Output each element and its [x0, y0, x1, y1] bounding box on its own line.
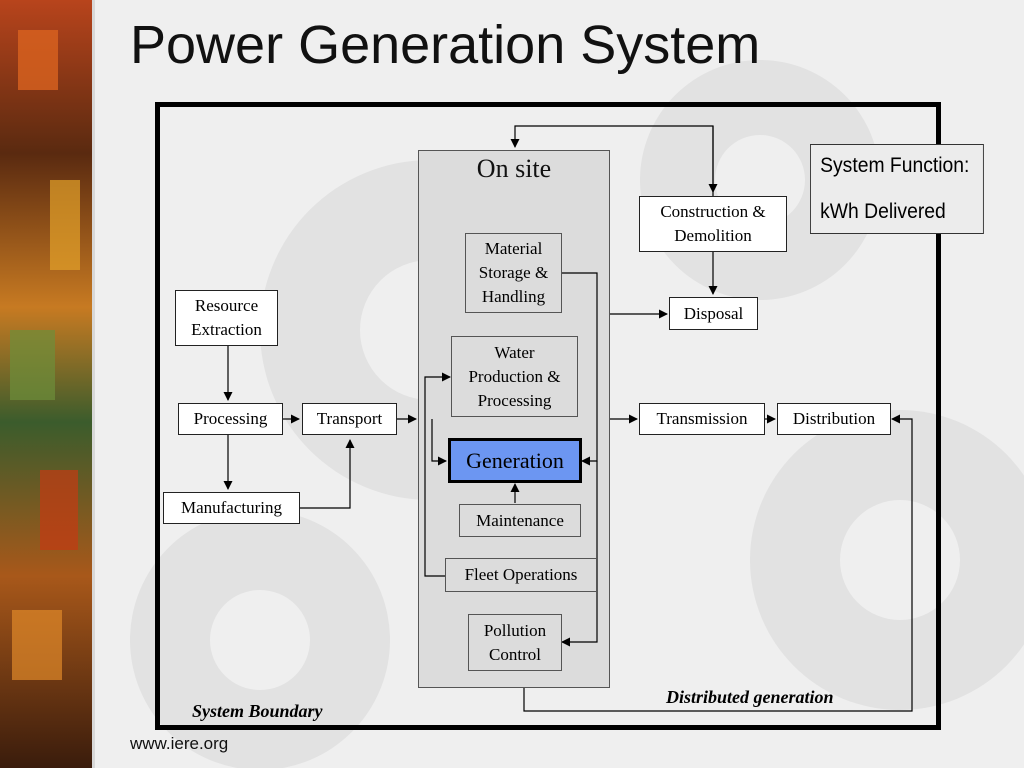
footer-url: www.iere.org [130, 734, 229, 753]
transmission-node: Transmission [639, 403, 765, 435]
transport-node: Transport [302, 403, 397, 435]
node-label: Construction & [660, 202, 766, 221]
generation-node: Generation [448, 438, 582, 483]
system-function-value: kWh Delivered [820, 200, 946, 223]
system-function-label: System Function: [820, 154, 970, 177]
node-label: Maintenance [476, 510, 564, 530]
node-label: Fleet Operations [464, 565, 578, 584]
node-label: Generation [466, 447, 564, 473]
node-label: Control [489, 644, 541, 664]
node-label: Water [494, 342, 535, 362]
construction-demolition-node: Construction & Demolition [639, 196, 787, 252]
node-label: Manufacturing [180, 498, 283, 517]
node-label: Pollution [483, 620, 547, 640]
system-boundary-caption: System Boundary [192, 701, 323, 721]
node-label: Handling [481, 287, 546, 306]
fleet-operations-node: Fleet Operations [445, 558, 597, 592]
node-label: Material [484, 239, 543, 258]
on-site-label: On site [476, 154, 552, 183]
node-label: Demolition [674, 226, 752, 245]
node-label: Processing [193, 409, 268, 428]
node-label: Production & [468, 366, 561, 386]
node-label: Transmission [656, 409, 748, 428]
distribution-node: Distribution [777, 403, 891, 435]
page-title: Power Generation System [130, 15, 761, 75]
manufacturing-node: Manufacturing [163, 492, 300, 524]
node-label: Transport [316, 409, 383, 428]
node-label: Storage & [478, 263, 549, 282]
maintenance-node: Maintenance [459, 504, 581, 537]
node-label: Disposal [683, 303, 744, 323]
disposal-node: Disposal [669, 297, 758, 330]
node-label: Extraction [191, 320, 262, 339]
distributed-generation-caption: Distributed generation [666, 687, 834, 707]
system-function-box: System Function: kWh Delivered [810, 144, 984, 234]
system-boundary-frame [155, 102, 941, 730]
node-label: Processing [477, 390, 552, 410]
node-label: Distribution [792, 409, 876, 428]
node-label: Resource [194, 296, 259, 315]
processing-node: Processing [178, 403, 283, 435]
